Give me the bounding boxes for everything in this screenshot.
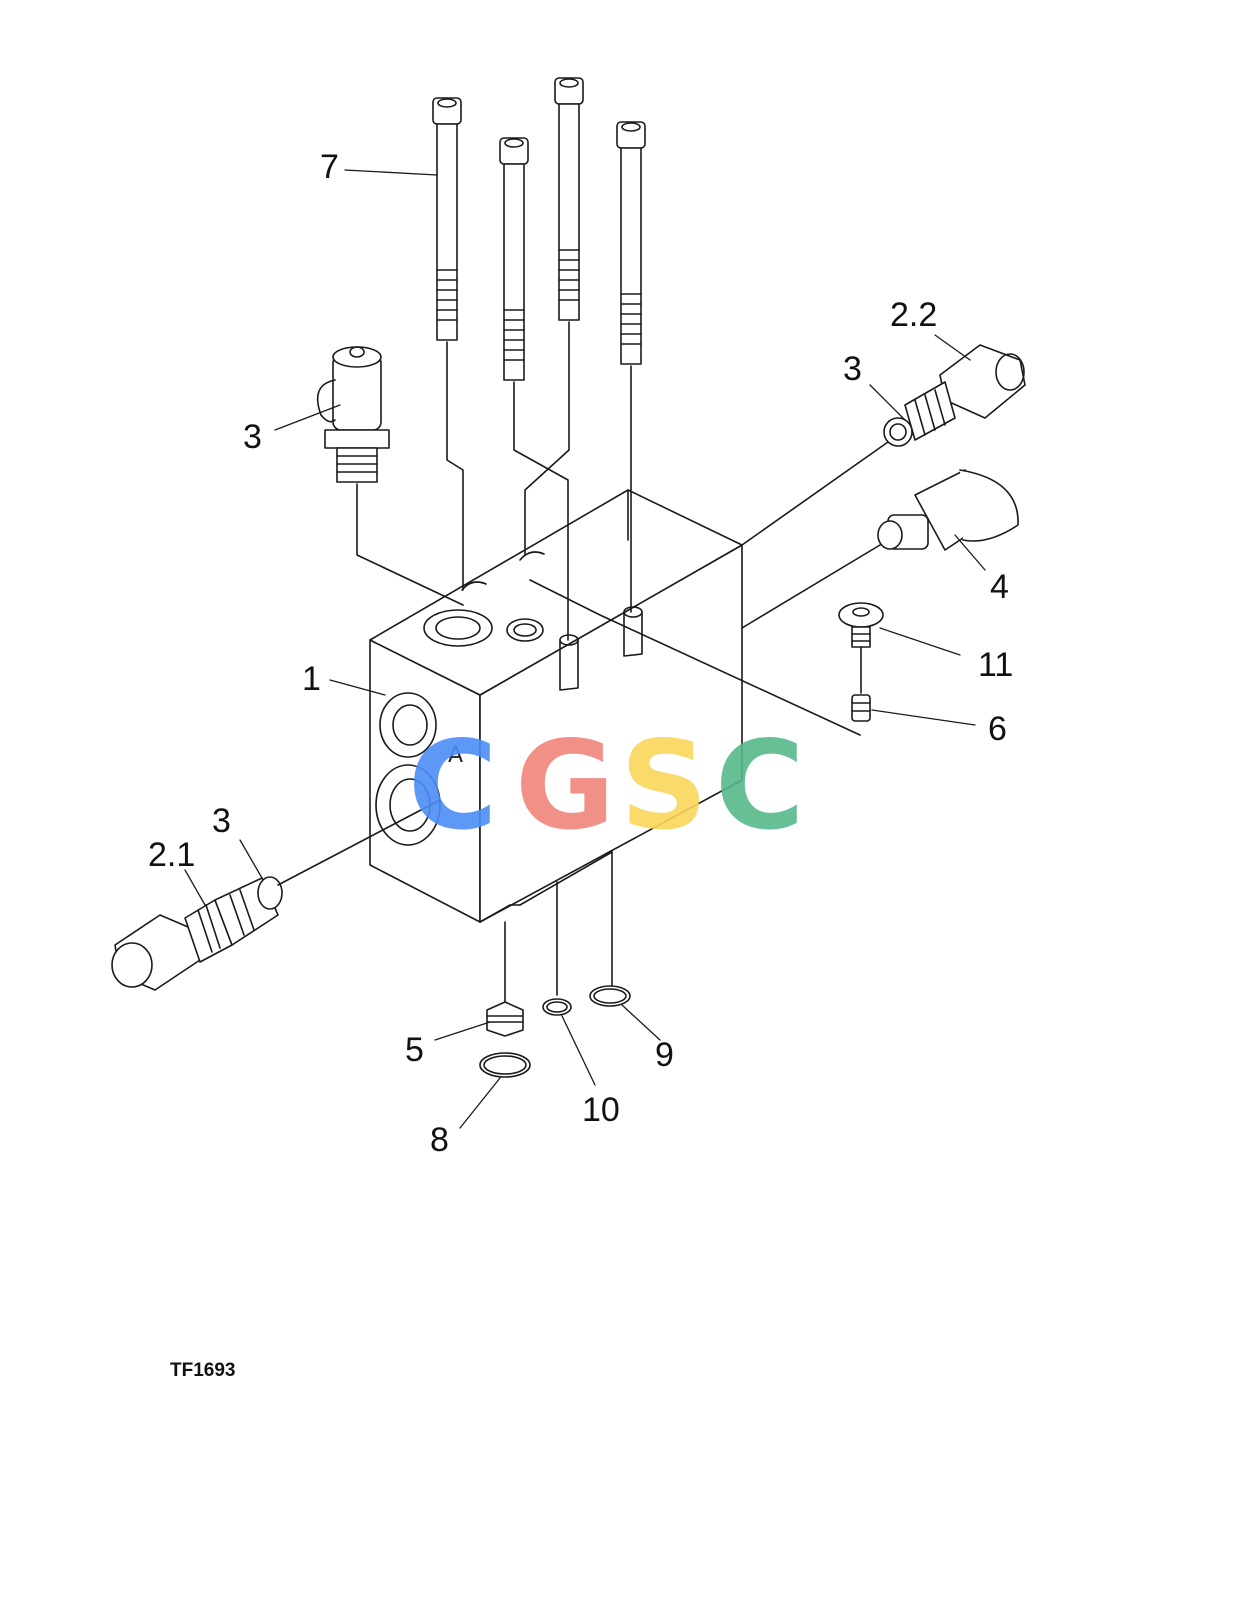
callout-5: 5 <box>405 1031 424 1069</box>
callout-9: 9 <box>655 1036 674 1074</box>
svg-text:G: G <box>515 715 615 857</box>
cap-screw-3 <box>524 77 584 556</box>
callout-10: 10 <box>582 1091 620 1129</box>
callout-11: 11 <box>978 646 1014 684</box>
svg-text:C: C <box>408 715 498 857</box>
callout-7: 7 <box>320 148 339 186</box>
callout-4: 4 <box>990 568 1009 606</box>
plug-and-fitting <box>838 602 884 722</box>
block-marking: A <box>448 743 463 768</box>
figure-id: TF1693 <box>170 1360 236 1381</box>
callout-1: 1 <box>302 660 321 698</box>
cartridge-valve-right <box>741 344 1026 546</box>
solenoid-left <box>316 346 464 606</box>
callout-3-left: 3 <box>243 418 262 456</box>
callout-2-1: 2.1 <box>148 836 196 874</box>
cgsc-watermark: C G S C <box>408 715 805 857</box>
leader-lines <box>184 169 986 1129</box>
manifold-block <box>369 489 861 923</box>
cartridge-valve-left <box>111 799 441 991</box>
cap-screw-4 <box>616 121 646 613</box>
bottom-parts <box>479 851 631 1078</box>
callout-6: 6 <box>988 710 1007 748</box>
svg-text:S: S <box>620 715 708 857</box>
callout-8: 8 <box>430 1121 449 1159</box>
svg-text:C: C <box>715 715 805 857</box>
callout-3-bottom: 3 <box>212 802 231 840</box>
callout-2-2: 2.2 <box>890 296 938 334</box>
cap-screw-2 <box>499 137 569 641</box>
cap-screw-1 <box>432 97 464 591</box>
callout-3-right: 3 <box>843 350 862 388</box>
cap-screws <box>432 77 646 641</box>
solenoid-right <box>741 469 1019 629</box>
